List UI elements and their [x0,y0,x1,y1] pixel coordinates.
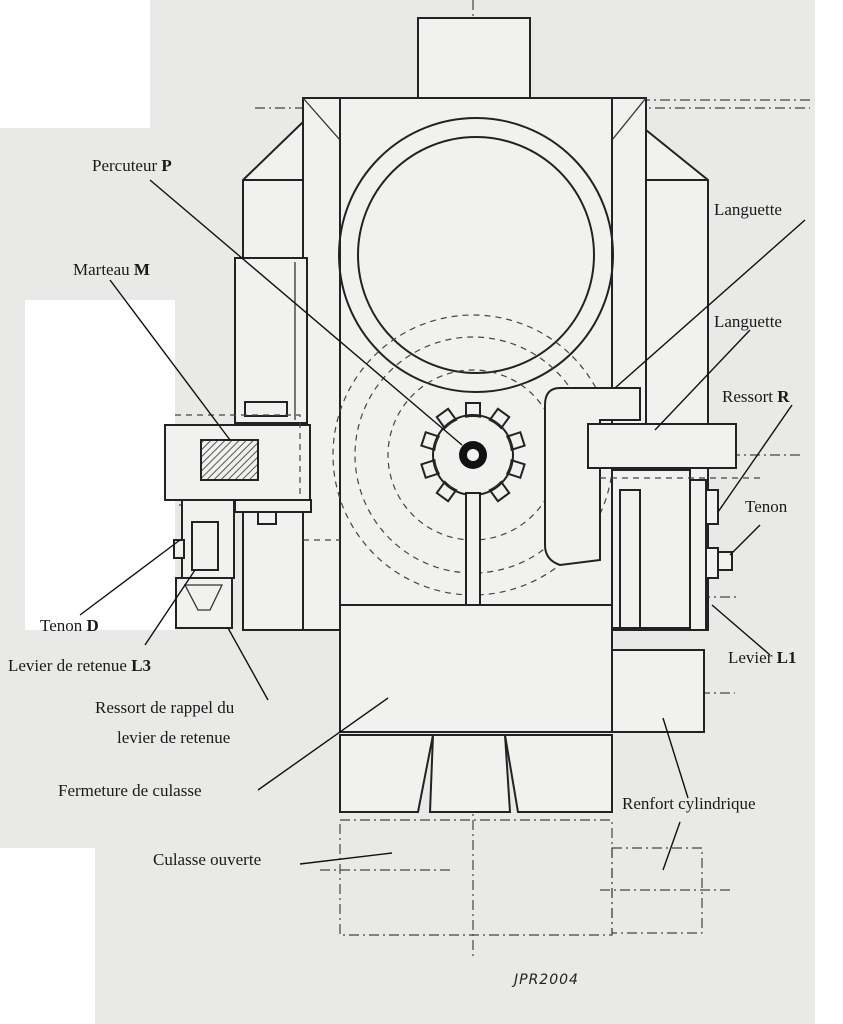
label-tenon-d: Tenon D [40,616,99,635]
firing-pin-gear [420,402,526,508]
label-percuteur: Percuteur P [92,156,172,175]
label-languette-lower: Languette [714,312,782,331]
label-ressort-r: Ressort R [722,387,790,406]
bore-circle [338,117,614,393]
author-signature: JPR2004 [514,972,579,988]
label-marteau: Marteau M [73,260,150,279]
open-breech-outline [339,819,703,936]
label-fermeture-culasse: Fermeture de culasse [58,781,202,800]
label-renfort-cylindrique: Renfort cylindrique [622,794,756,813]
leader-lines [79,179,806,871]
label-languette-upper: Languette [714,200,782,219]
right-lever-assembly [544,387,760,631]
label-culasse-ouverte: Culasse ouverte [153,850,262,869]
breech-closure [339,604,705,813]
label-levier-retenue: Levier de retenue L3 [8,656,152,675]
top-block [417,17,531,101]
hammer-assembly [164,257,312,629]
label-ressort-rappel-line1: Ressort de rappel du [95,698,235,717]
label-tenon-right: Tenon [745,497,788,516]
label-ressort-rappel-line2: levier de retenue [117,728,231,747]
label-levier-l1: Levier L1 [728,648,797,667]
